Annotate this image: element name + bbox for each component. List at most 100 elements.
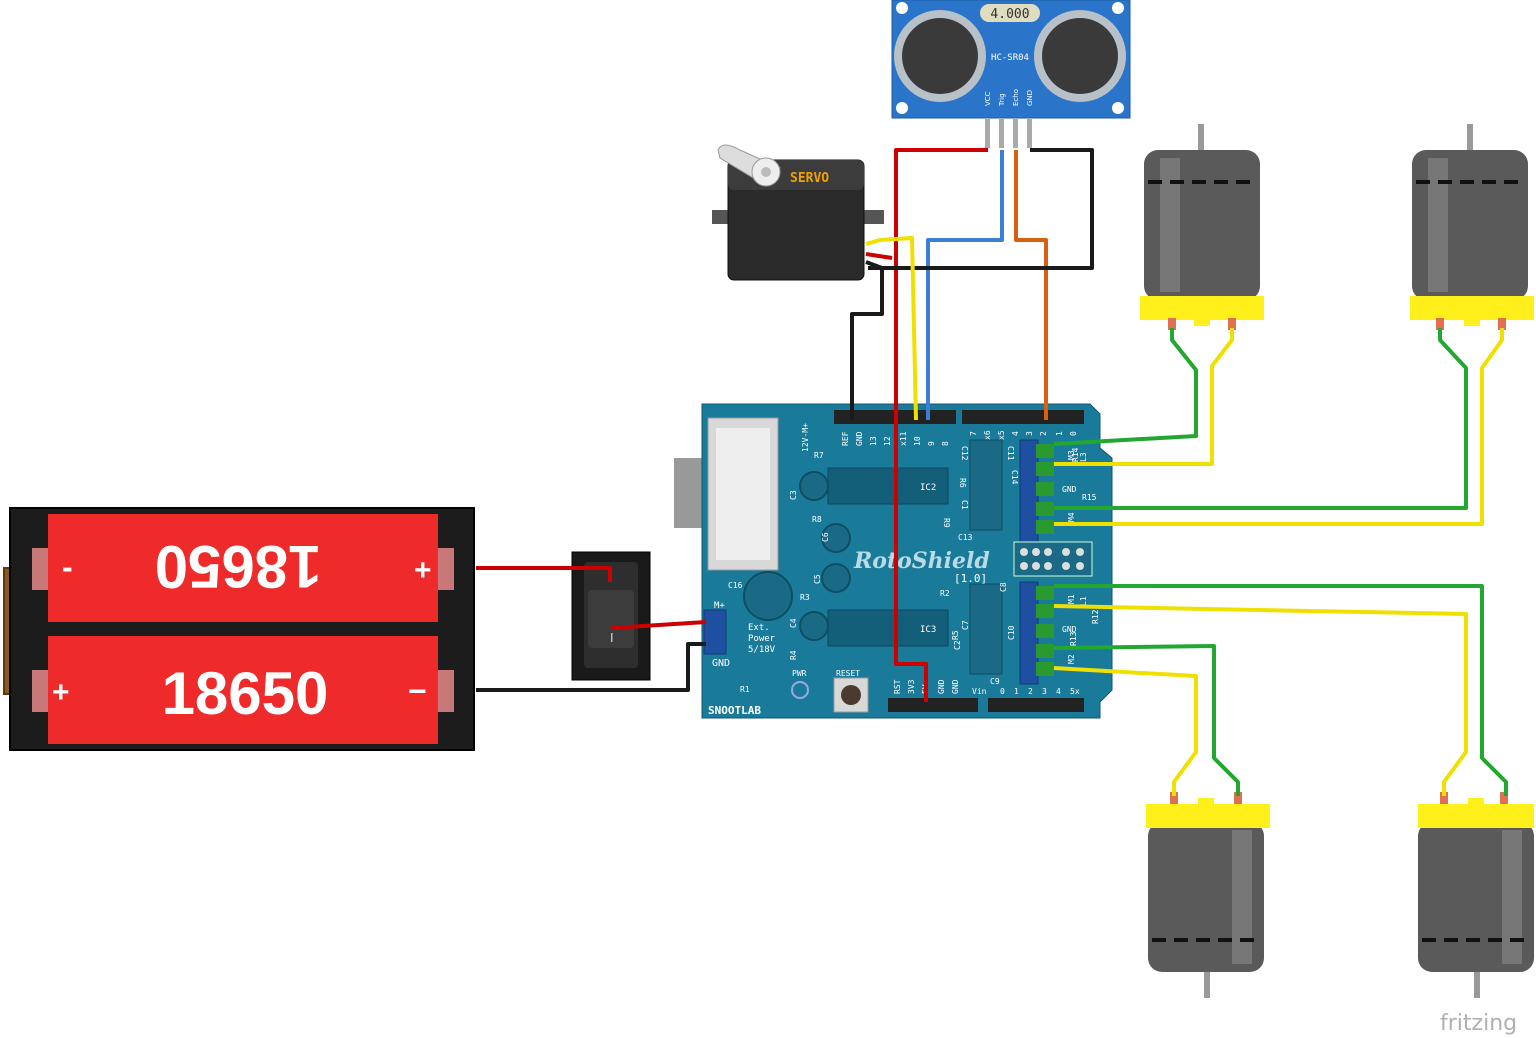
label-c10: C10 bbox=[1007, 625, 1016, 640]
board-brand: RotoShield bbox=[853, 548, 990, 574]
label-c4: C4 bbox=[789, 618, 798, 628]
ultrasonic-sensor: 4.000 HC-SR04 VCC Trig Echo GND bbox=[891, 0, 1131, 148]
wire-battery-switch bbox=[476, 566, 612, 582]
battery-cell-top: - + 18650 bbox=[32, 514, 454, 622]
label-r12: R12 bbox=[1091, 609, 1100, 624]
label-c6: C6 bbox=[821, 532, 830, 542]
pin-12: 12 bbox=[883, 436, 892, 446]
board-version: [1.0] bbox=[954, 572, 987, 585]
label-12v-m: 12V-M+ bbox=[801, 423, 810, 452]
reset-label: RESET bbox=[836, 669, 860, 678]
term-m1: M1 bbox=[1067, 594, 1076, 604]
roboshield-board: REF GND 13 12 x11 10 9 8 7 x6 x5 4 3 2 1… bbox=[674, 403, 1113, 719]
wire-m3-b bbox=[1054, 328, 1234, 466]
label-c1: C1 bbox=[960, 500, 969, 510]
sensor-pin-gnd: GND bbox=[1026, 90, 1034, 106]
label-r3: R3 bbox=[800, 593, 810, 602]
label-c2: C2 bbox=[953, 640, 962, 650]
pin-0: 0 bbox=[1069, 431, 1078, 436]
pin-5: x5 bbox=[997, 430, 1006, 440]
ic2-label: IC2 bbox=[920, 483, 936, 493]
cell-top-label: 18650 bbox=[155, 533, 322, 600]
pin-2: 2 bbox=[1039, 431, 1048, 436]
pin-gnd-b2: GND bbox=[951, 679, 960, 694]
label-r14: R14 bbox=[1071, 447, 1080, 462]
label-r2: R2 bbox=[940, 589, 950, 598]
label-r8: R8 bbox=[812, 515, 822, 524]
term-gnd-2: GND bbox=[1062, 625, 1077, 634]
pin-a1: 1 bbox=[1014, 687, 1019, 696]
pin-9: 9 bbox=[927, 441, 936, 446]
term-m2: M2 bbox=[1067, 654, 1076, 664]
ext-m-plus: M+ bbox=[714, 601, 725, 611]
cell-bottom-label: 18650 bbox=[162, 660, 329, 727]
pin-a4: 4 bbox=[1056, 687, 1061, 696]
label-r1: R1 bbox=[740, 685, 750, 694]
label-c9: C9 bbox=[990, 677, 1000, 686]
label-c13: C13 bbox=[958, 533, 973, 542]
wire-sensor-vcc bbox=[894, 148, 988, 702]
label-c16: C16 bbox=[728, 581, 743, 590]
dc-motor-bottom-right bbox=[1418, 792, 1534, 998]
cell-top-plus: + bbox=[414, 554, 432, 587]
label-c3: C3 bbox=[789, 490, 798, 500]
wire-battery-gnd bbox=[476, 642, 706, 692]
sensor-model: HC-SR04 bbox=[991, 53, 1029, 63]
cell-bottom-minus: − bbox=[408, 673, 427, 709]
pin-3v3: 3V3 bbox=[907, 679, 916, 694]
label-r7: R7 bbox=[814, 451, 824, 460]
pin-a3: 3 bbox=[1042, 687, 1047, 696]
pin-a2: 2 bbox=[1028, 687, 1033, 696]
dc-motor-bottom-left bbox=[1146, 792, 1270, 998]
pin-1: 1 bbox=[1055, 431, 1064, 436]
servo-label: SERVO bbox=[790, 171, 829, 186]
servo-motor: SERVO bbox=[712, 144, 884, 281]
wire-m2-a bbox=[1053, 644, 1240, 796]
wire-sensor-gnd bbox=[868, 148, 1094, 270]
sensor-pin-vcc: VCC bbox=[984, 91, 992, 106]
term-m3: M3 bbox=[1067, 450, 1076, 460]
board-maker: SNOOTLAB bbox=[708, 704, 761, 717]
label-c8: C8 bbox=[999, 582, 1008, 592]
cell-top-minus: - bbox=[62, 549, 73, 585]
cell-bottom-plus: + bbox=[52, 676, 70, 709]
pin-3: 3 bbox=[1025, 431, 1034, 436]
sensor-pin-echo: Echo bbox=[1012, 89, 1020, 106]
dc-motor-top-right bbox=[1410, 124, 1534, 330]
term-m4: M4 bbox=[1067, 512, 1076, 522]
switch-mark: I bbox=[610, 631, 614, 645]
sensor-display: 4.000 bbox=[990, 7, 1029, 22]
label-r5: R5 bbox=[951, 630, 960, 640]
wire-m4-b bbox=[1054, 328, 1504, 526]
label-c11: C11 bbox=[1006, 446, 1015, 461]
wire-sensor-trig bbox=[926, 150, 1004, 420]
pin-7: 7 bbox=[969, 431, 978, 436]
pin-vin: Vin bbox=[972, 687, 987, 696]
label-r9: R9 bbox=[942, 518, 951, 528]
wire-sensor-echo bbox=[1014, 150, 1048, 420]
pin-8: 8 bbox=[941, 441, 950, 446]
label-l3: L3 bbox=[1079, 452, 1088, 462]
battery-pack: - + 18650 + − 18650 bbox=[3, 507, 475, 751]
pin-gnd-top: GND bbox=[855, 431, 864, 446]
wire-m4-a bbox=[1054, 328, 1468, 510]
wire-servo-power bbox=[865, 252, 893, 260]
pin-a5: 5x bbox=[1070, 687, 1080, 696]
wire-m3-a bbox=[1053, 328, 1198, 446]
pin-4: 4 bbox=[1011, 431, 1020, 436]
wire-m1-a bbox=[1054, 584, 1508, 796]
fritzing-watermark: fritzing bbox=[1440, 1011, 1517, 1036]
pin-ref: REF bbox=[841, 431, 850, 446]
pin-6: x6 bbox=[983, 430, 992, 440]
term-gnd-1: GND bbox=[1062, 485, 1077, 494]
label-c12: C12 bbox=[960, 446, 969, 461]
label-l1: L1 bbox=[1079, 596, 1088, 606]
ext-label-3: 5/18V bbox=[748, 645, 776, 655]
label-c5: C5 bbox=[813, 574, 822, 584]
wire-m1-b bbox=[1053, 604, 1468, 796]
label-c14: C14 bbox=[1010, 470, 1019, 485]
label-r6: R6 bbox=[958, 478, 967, 488]
label-r13: R13 bbox=[1069, 631, 1078, 646]
label-r4: R4 bbox=[789, 650, 798, 660]
